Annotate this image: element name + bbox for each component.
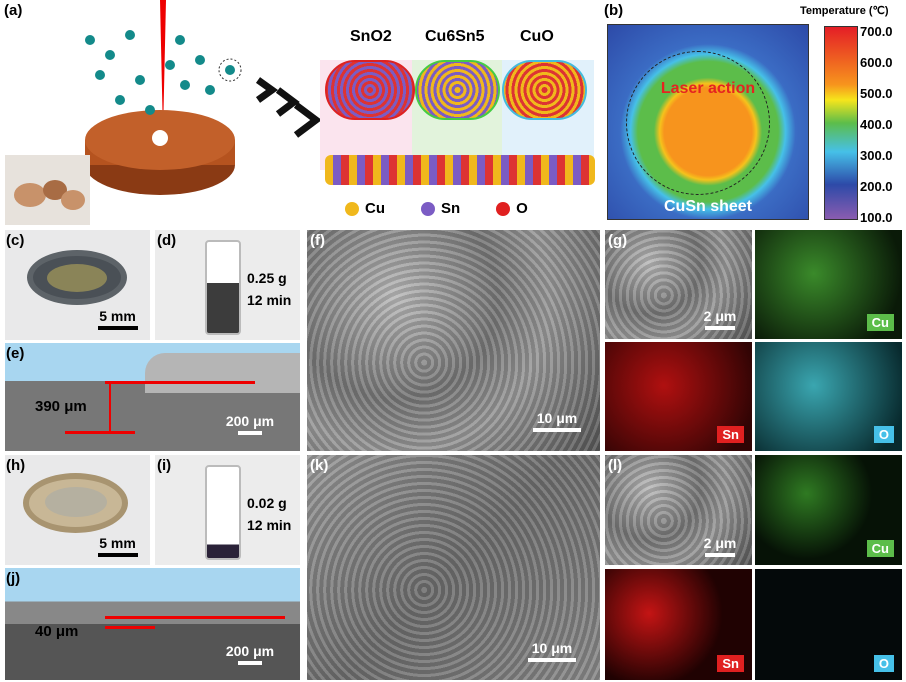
cross-section-e: 390 μm 200 μm: [5, 343, 300, 451]
crucible-photo: [5, 155, 90, 225]
element-tag: Sn: [717, 655, 744, 672]
thickness-label: 390 μm: [35, 398, 87, 415]
panel-label-i: (i): [157, 457, 172, 474]
sample-photo-h: 5 mm: [5, 455, 150, 565]
sem-image-g: 2 μm: [605, 230, 752, 339]
colorbar-tick: 600.0: [860, 55, 893, 70]
temperature-colorbar: [824, 26, 858, 220]
eds-map-sn: Sn: [605, 342, 752, 451]
colorbar-tick: 400.0: [860, 117, 893, 132]
scale-label: 10 μm: [531, 640, 573, 656]
vial-photo-i: 0.02 g 12 min: [155, 455, 300, 565]
phase-diagram: [320, 55, 600, 195]
eds-map-sn: Sn: [605, 569, 752, 680]
powder-mass: 0.25 g: [247, 270, 287, 286]
thermal-map: Laser action CuSn sheet: [607, 24, 809, 220]
phase-label-cuo: CuO: [520, 28, 554, 45]
scale-bar-l: 2 μm: [695, 535, 745, 557]
panel-label-f: (f): [310, 232, 325, 249]
scale-bar-h: 5 mm: [90, 535, 145, 557]
phase-label-cu6sn5: Cu6Sn5: [425, 28, 485, 45]
sem-image-l: 2 μm: [605, 455, 752, 565]
legend-cu: Cu: [345, 200, 385, 217]
scale-label: 2 μm: [703, 308, 737, 324]
cu-atom-icon: [345, 201, 359, 216]
eds-map-o: O: [755, 569, 902, 680]
scale-label: 10 μm: [536, 410, 578, 426]
panel-label-d: (d): [157, 232, 177, 249]
cusn-sheet-label: CuSn sheet: [663, 198, 752, 215]
eds-map-cu: Cu: [755, 230, 902, 339]
element-tag: O: [873, 426, 894, 443]
element-tag: Sn: [717, 426, 744, 443]
laser-action-label: Laser action: [660, 80, 756, 97]
scale-label: 5 mm: [99, 308, 136, 324]
scale-label: 2 μm: [703, 535, 737, 551]
laser-schematic: [0, 0, 322, 225]
powder-mass: 0.02 g: [247, 495, 287, 511]
panel-label-g: (g): [608, 232, 628, 249]
panel-label-j: (j): [6, 570, 21, 587]
element-tag: Cu: [866, 314, 894, 331]
legend-label: Cu: [365, 200, 385, 217]
legend-label: O: [516, 200, 528, 217]
panel-label-c: (c): [6, 232, 25, 249]
panel-label-e: (e): [6, 345, 25, 362]
panel-label-k: (k): [310, 457, 329, 474]
scale-label: 5 mm: [99, 535, 136, 551]
scale-label: 200 μm: [225, 413, 275, 429]
sem-image-k: 10 μm: [307, 455, 600, 680]
colorbar-tick: 700.0: [860, 24, 893, 39]
thickness-label: 40 μm: [35, 623, 79, 640]
phase-label-sno2: SnO2: [350, 28, 392, 45]
legend-label: Sn: [441, 200, 461, 217]
scale-bar-j: 200 μm: [220, 643, 280, 665]
eds-map-o: O: [755, 342, 902, 451]
sn-atom-icon: [421, 201, 435, 216]
scale-bar-f: 10 μm: [527, 410, 587, 432]
scale-label: 200 μm: [225, 643, 275, 659]
processing-time: 12 min: [247, 517, 292, 533]
colorbar-tick: 300.0: [860, 148, 893, 163]
colorbar-tick: 500.0: [860, 86, 893, 101]
sample-photo-c: 5 mm: [5, 230, 150, 340]
colorbar-tick: 200.0: [860, 179, 893, 194]
legend-sn: Sn: [421, 200, 460, 217]
vial-photo-d: 0.25 g 12 min: [155, 230, 300, 340]
panel-label-a: (a): [4, 2, 23, 19]
legend-o: O: [496, 200, 528, 217]
o-atom-icon: [496, 201, 511, 216]
scale-bar-k: 10 μm: [522, 640, 582, 662]
colorbar-tick: 100.0: [860, 210, 893, 225]
atom-legend: Cu Sn O: [345, 200, 528, 217]
scale-bar-g: 2 μm: [695, 308, 745, 330]
scale-bar-c: 5 mm: [90, 308, 145, 330]
scale-bar-e: 200 μm: [220, 413, 280, 435]
panel-label-l: (l): [608, 457, 623, 474]
element-tag: O: [873, 655, 894, 672]
panel-label-h: (h): [6, 457, 26, 474]
cross-section-j: 40 μm 200 μm: [5, 568, 300, 680]
eds-map-cu: Cu: [755, 455, 902, 565]
processing-time: 12 min: [247, 292, 292, 308]
sem-image-f: 10 μm: [307, 230, 600, 451]
colorbar-title: Temperature (℃): [800, 5, 889, 17]
panel-label-b: (b): [604, 2, 624, 19]
element-tag: Cu: [866, 540, 894, 557]
